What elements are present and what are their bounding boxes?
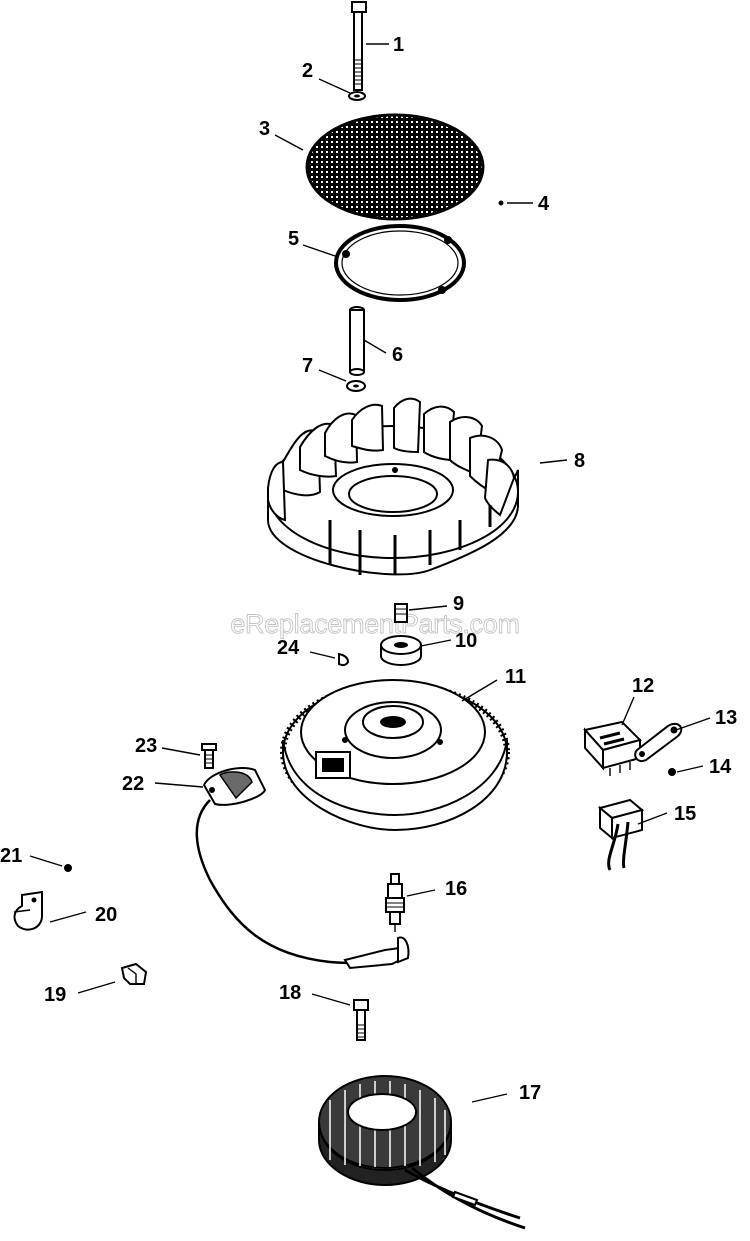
part-4-pin[interactable] [498,200,504,206]
callout-2: 2 [302,60,313,82]
callout-24: 24 [277,637,300,659]
part-15-connector[interactable] [597,798,645,871]
part-6-spacer[interactable] [349,306,365,376]
callout-labels: 1 2 3 4 5 6 7 8 9 10 11 12 13 14 15 16 1… [0,34,737,1104]
callout-18: 18 [279,982,301,1004]
part-23-screw[interactable] [201,743,217,769]
callout-16: 16 [445,878,467,900]
part-13-bracket[interactable] [634,722,683,762]
callout-1: 1 [393,34,404,56]
callout-7: 7 [302,355,313,377]
part-24-key[interactable] [338,652,350,667]
callout-17: 17 [519,1082,541,1104]
callout-3: 3 [259,118,270,140]
part-10-washer[interactable] [380,635,422,666]
part-22-ignition-module[interactable] [195,766,410,970]
part-2-washer[interactable] [348,91,366,101]
part-1-bolt[interactable] [351,1,367,91]
part-14-screw[interactable] [668,768,676,776]
part-17-stator[interactable] [318,1075,526,1230]
part-12-rectifier[interactable] [583,720,642,776]
callout-13: 13 [715,707,737,729]
part-3-screen[interactable] [305,113,485,221]
callout-8: 8 [574,450,585,472]
part-7-washer[interactable] [346,380,366,392]
part-8-fan[interactable] [267,397,519,576]
callout-23: 23 [135,735,157,757]
leader-lines [29,43,711,1103]
callout-10: 10 [455,630,477,652]
part-11-flywheel[interactable] [280,679,510,832]
callout-4: 4 [538,193,550,215]
part-18-bolt[interactable] [353,999,369,1041]
part-20-clamp[interactable] [13,890,43,931]
part-9-key[interactable] [394,603,408,623]
part-21-nut[interactable] [64,864,72,872]
callout-9: 9 [453,593,464,615]
part-5-ring[interactable] [334,224,466,302]
callout-19: 19 [44,984,66,1006]
watermark-text: eReplacementParts.com [230,609,519,639]
callout-12: 12 [632,675,654,697]
callout-20: 20 [95,904,117,926]
callout-14: 14 [709,756,732,778]
callout-21: 21 [0,845,22,867]
callout-22: 22 [122,773,144,795]
callout-6: 6 [392,344,403,366]
callout-15: 15 [674,803,696,825]
part-19-clip[interactable] [120,962,148,985]
callout-5: 5 [288,228,299,250]
callout-11: 11 [505,666,526,688]
part-16-spark-plug[interactable] [385,873,405,932]
